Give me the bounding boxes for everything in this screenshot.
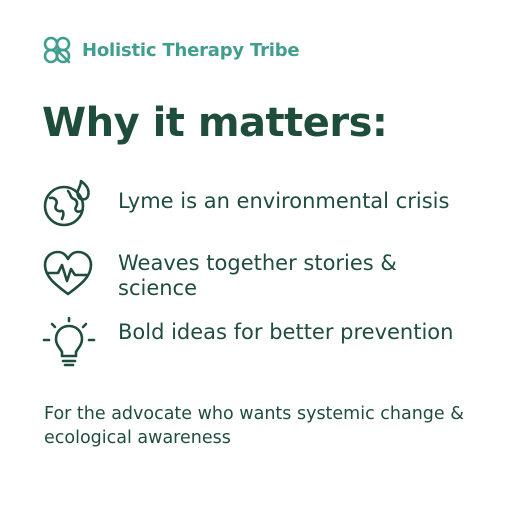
- point-text: Bold ideas for better prevention: [118, 320, 454, 344]
- clover-logo-icon: [40, 33, 74, 67]
- lightbulb-icon: [40, 316, 98, 368]
- brand-name: Holistic Therapy Tribe: [82, 39, 300, 61]
- point-item-stories: Weaves together stories & science: [40, 247, 478, 301]
- point-item-prevention: Bold ideas for better prevention: [40, 316, 478, 368]
- globe-fire-icon: [40, 178, 98, 230]
- heart-pulse-icon: [40, 247, 98, 299]
- point-text: Weaves together stories & science: [118, 251, 397, 300]
- brand-header: Holistic Therapy Tribe: [40, 33, 300, 67]
- page-title: Why it matters:: [42, 100, 388, 146]
- footer-text: For the advocate who wants systemic chan…: [44, 404, 464, 448]
- point-item-environment: Lyme is an environmental crisis: [40, 178, 478, 230]
- point-text: Lyme is an environmental crisis: [118, 189, 450, 213]
